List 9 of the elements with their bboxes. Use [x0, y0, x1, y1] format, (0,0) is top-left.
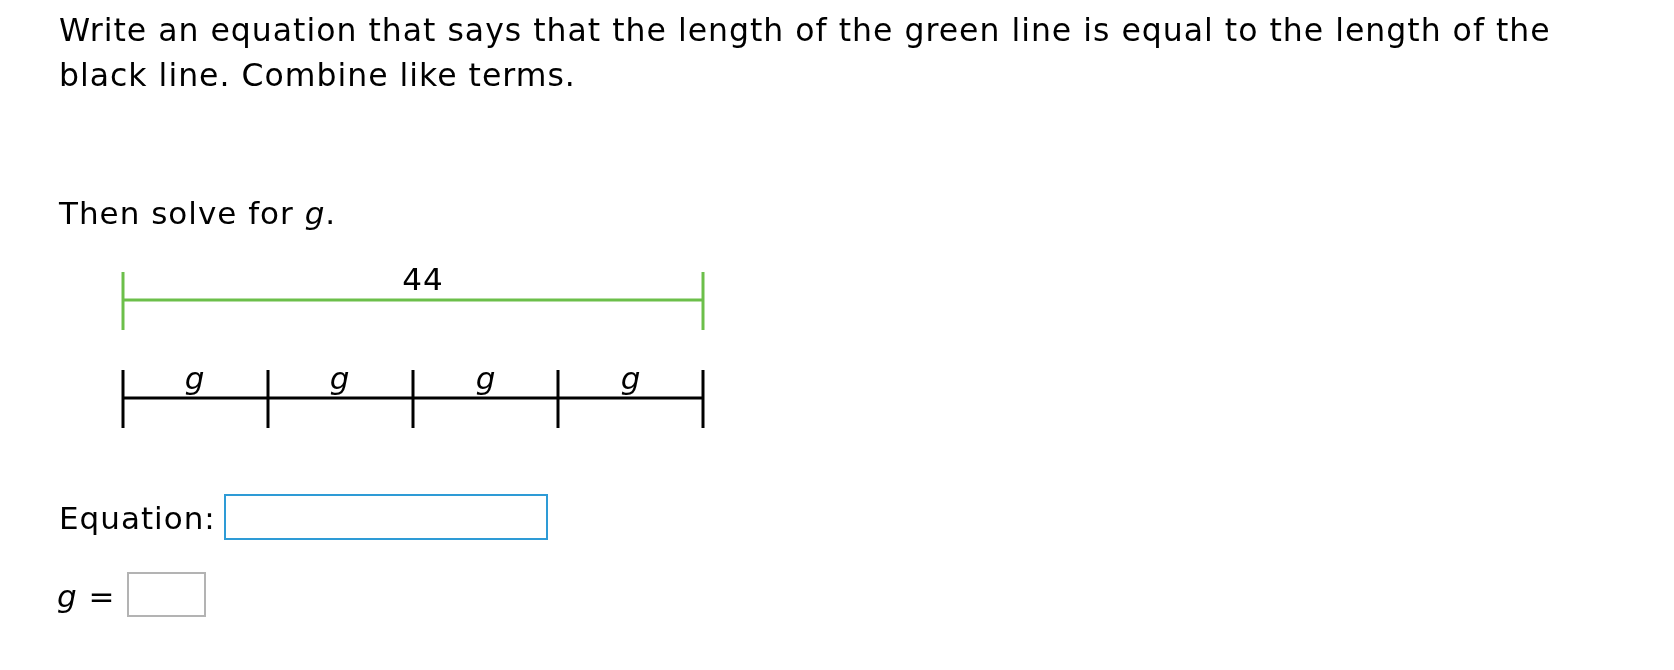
variable-label: g — [475, 359, 497, 398]
variable-label: g — [184, 359, 206, 398]
instruction-text: Then solve for g. — [59, 194, 337, 233]
length-label: 44 — [402, 260, 444, 299]
field-label: Equation: — [59, 499, 216, 538]
variable-label: g — [329, 359, 351, 398]
question-text: Write an equation that says that the length of the green line is equal to the length of the black line. Combine like terms. — [59, 11, 1552, 95]
variable-label: g — [620, 359, 642, 398]
field-label: g = — [57, 577, 116, 616]
